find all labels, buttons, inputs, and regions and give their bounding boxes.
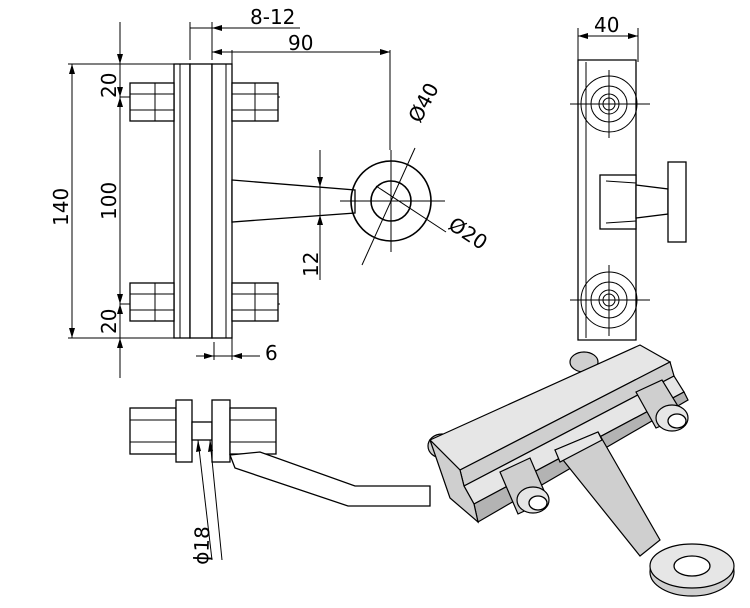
dim-edge-bottom: 20 — [97, 309, 121, 334]
dim-offset: 90 — [288, 31, 313, 55]
dim-arm-thickness: 12 — [299, 252, 323, 277]
dim-gap: 8-12 — [250, 5, 295, 29]
dim-width: 40 — [594, 13, 619, 37]
bolt-bottom — [129, 282, 279, 322]
iso-bolt-left — [499, 457, 550, 515]
dim-outer-dia: Ø40 — [403, 79, 444, 127]
isometric-view — [427, 344, 735, 597]
dim-plate-thickness: 6 — [265, 341, 278, 365]
iso-bolt-right — [635, 379, 689, 432]
dim-edge-top: 20 — [97, 73, 121, 98]
dim-hole-spacing: 100 — [97, 182, 121, 220]
bolt-top — [129, 82, 279, 122]
dim-bolt-dia: ϕ18 — [189, 526, 214, 565]
top-view — [129, 399, 431, 561]
dim-height-total: 140 — [49, 188, 73, 226]
side-view — [570, 28, 687, 341]
dim-inner-dia: Ø20 — [444, 212, 492, 255]
front-view — [68, 22, 447, 378]
